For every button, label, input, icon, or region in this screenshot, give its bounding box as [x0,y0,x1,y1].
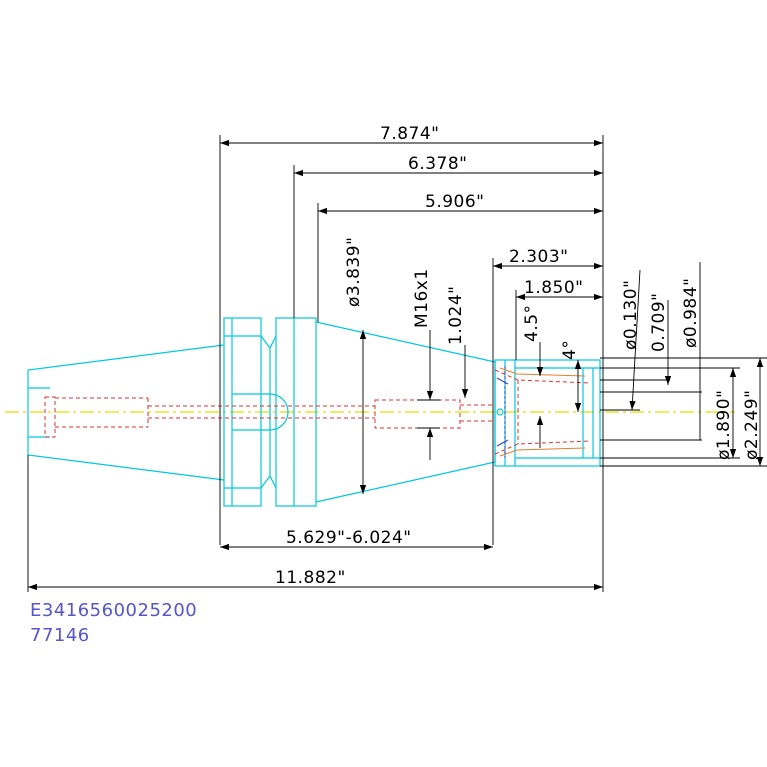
dim-thread: M16x1 [412,268,432,328]
dim-bore-max: ø0.984" [681,278,701,348]
dim-bore-mid: 0.709" [649,293,669,353]
dimension-lines [27,135,767,592]
dim-11882: 11.882" [275,568,346,588]
collet-detail [496,366,586,458]
part-code: 77146 [30,625,90,646]
dim-2303: 2.303" [509,247,569,267]
dim-7874: 7.874" [380,124,440,144]
dim-nut-diameter: ø1.890" [714,390,734,460]
dim-6378: 6.378" [408,154,468,174]
dim-angle-4: 4° [560,340,580,360]
dim-1850: 1.850" [524,278,584,298]
dim-body-diameter: ø2.249" [742,390,762,460]
dim-bore-min: ø0.130" [621,280,641,350]
tool-outline [27,317,601,507]
dim-gauge-length: 5.629"-6.024" [286,528,412,548]
part-number: E3416560025200 [30,600,198,621]
dim-5906: 5.906" [425,192,485,212]
hidden-lines [44,369,591,455]
dim-angle-45: 4.5° [522,304,542,342]
dim-cone-diameter: ø3.839" [344,237,364,307]
dim-thread-depth: 1.024" [446,286,466,346]
